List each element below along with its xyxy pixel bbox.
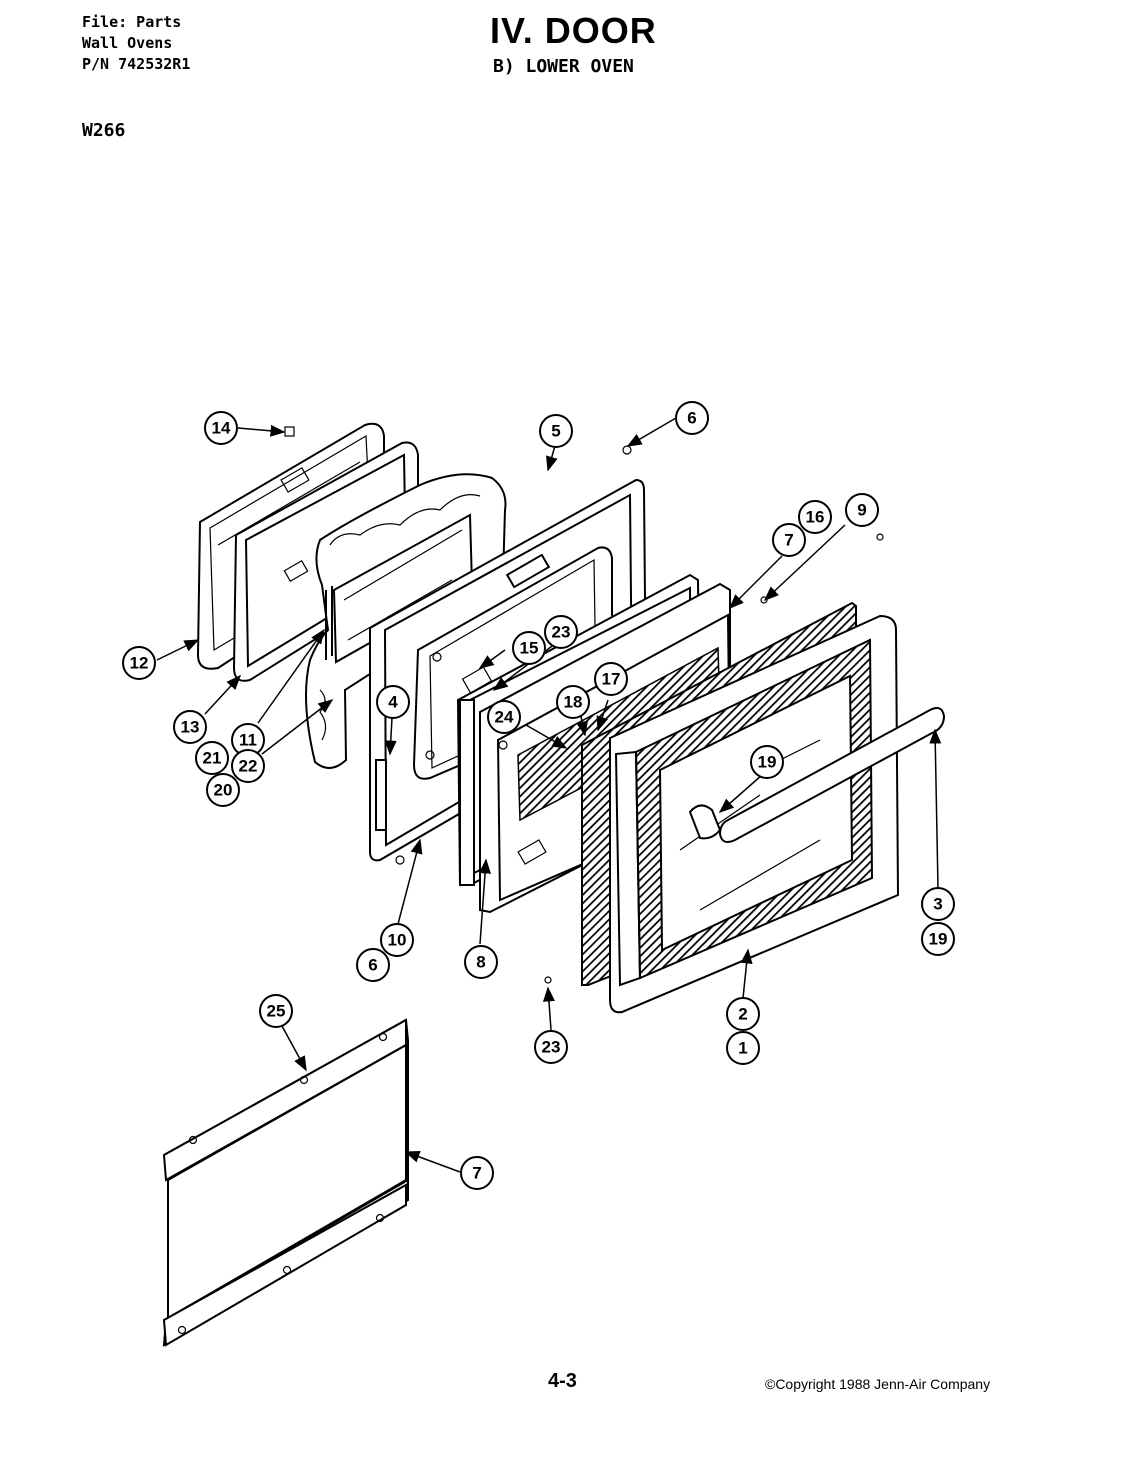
callout-label: 14 <box>212 419 231 438</box>
callout-label: 9 <box>857 501 866 520</box>
callout-bubble: 19 <box>921 922 955 956</box>
page-title: IV. DOOR <box>490 10 657 51</box>
callout-label: 20 <box>214 781 233 800</box>
callout-bubble: 5 <box>539 414 573 448</box>
callout-label: 23 <box>542 1038 561 1057</box>
callout-bubble: 9 <box>845 493 879 527</box>
callout-bubble: 8 <box>464 945 498 979</box>
callout-label: 4 <box>388 693 398 712</box>
callout-label: 7 <box>472 1164 481 1183</box>
bottom-kick-panel <box>162 1018 409 1347</box>
copyright-notice: ©Copyright 1988 Jenn-Air Company <box>765 1376 991 1392</box>
page-number: 4-3 <box>548 1370 577 1392</box>
callout-bubble: 19 <box>750 745 784 779</box>
callout-bubble: 17 <box>594 662 628 696</box>
callout-bubble: 23 <box>534 1030 568 1064</box>
callout-bubble: 7 <box>772 523 806 557</box>
callout-label: 24 <box>495 708 514 727</box>
callout-bubble: 4 <box>376 685 410 719</box>
callout-bubble: 15 <box>512 631 546 665</box>
file-line: File: Parts <box>82 13 182 31</box>
callout-bubble: 2 <box>726 997 760 1031</box>
page-subtitle: B) LOWER OVEN <box>493 56 634 77</box>
callout-bubble: 14 <box>204 411 238 445</box>
callout-bubble: 10 <box>380 923 414 957</box>
callout-label: 1 <box>738 1039 747 1058</box>
callout-bubble: 25 <box>259 994 293 1028</box>
callout-bubble: 16 <box>798 500 832 534</box>
callout-label: 11 <box>239 731 257 750</box>
callout-bubble: 21 <box>195 741 229 775</box>
window-pack <box>325 586 333 660</box>
callout-bubble: 22 <box>231 749 265 783</box>
callout-label: 21 <box>203 749 222 768</box>
callout-bubble: 13 <box>173 710 207 744</box>
callout-label: 19 <box>929 930 948 949</box>
callout-label: 13 <box>181 718 200 737</box>
callout-bubble: 6 <box>675 401 709 435</box>
callout-label: 16 <box>806 508 825 527</box>
callout-label: 6 <box>687 409 696 428</box>
callout-label: 2 <box>738 1005 747 1024</box>
callout-bubble: 6 <box>356 948 390 982</box>
callout-bubble: 24 <box>487 700 521 734</box>
callout-label: 23 <box>552 623 571 642</box>
part-number-line: P/N 742532R1 <box>82 55 191 73</box>
callout-label: 5 <box>551 422 560 441</box>
callout-label: 6 <box>368 956 377 975</box>
callout-label: 3 <box>933 895 942 914</box>
callout-bubble: 1 <box>726 1031 760 1065</box>
file-info: File: Parts Wall Ovens P/N 742532R1 <box>82 12 190 75</box>
product-line: Wall Ovens <box>82 34 173 52</box>
callout-label: 22 <box>239 757 258 776</box>
callout-label: 7 <box>784 531 793 550</box>
callout-label: 12 <box>130 654 149 673</box>
callout-label: 18 <box>564 693 583 712</box>
callout-bubble: 7 <box>460 1156 494 1190</box>
callout-bubble: 12 <box>122 646 156 680</box>
model-number: W266 <box>82 120 126 141</box>
callout-label: 15 <box>520 639 539 658</box>
callout-label: 8 <box>476 953 485 972</box>
callout-bubble: 18 <box>556 685 590 719</box>
callout-label: 25 <box>267 1002 286 1021</box>
callouts: 14 6 5 16 7 9 12 13 11 4 15 23 17 18 24 … <box>122 401 955 1190</box>
callout-bubble: 23 <box>544 615 578 649</box>
callout-bubble: 3 <box>921 887 955 921</box>
callout-bubble: 20 <box>206 773 240 807</box>
callout-label: 10 <box>388 931 407 950</box>
leader-lines <box>156 417 942 1173</box>
callout-label: 19 <box>758 753 777 772</box>
callout-label: 17 <box>602 670 621 689</box>
